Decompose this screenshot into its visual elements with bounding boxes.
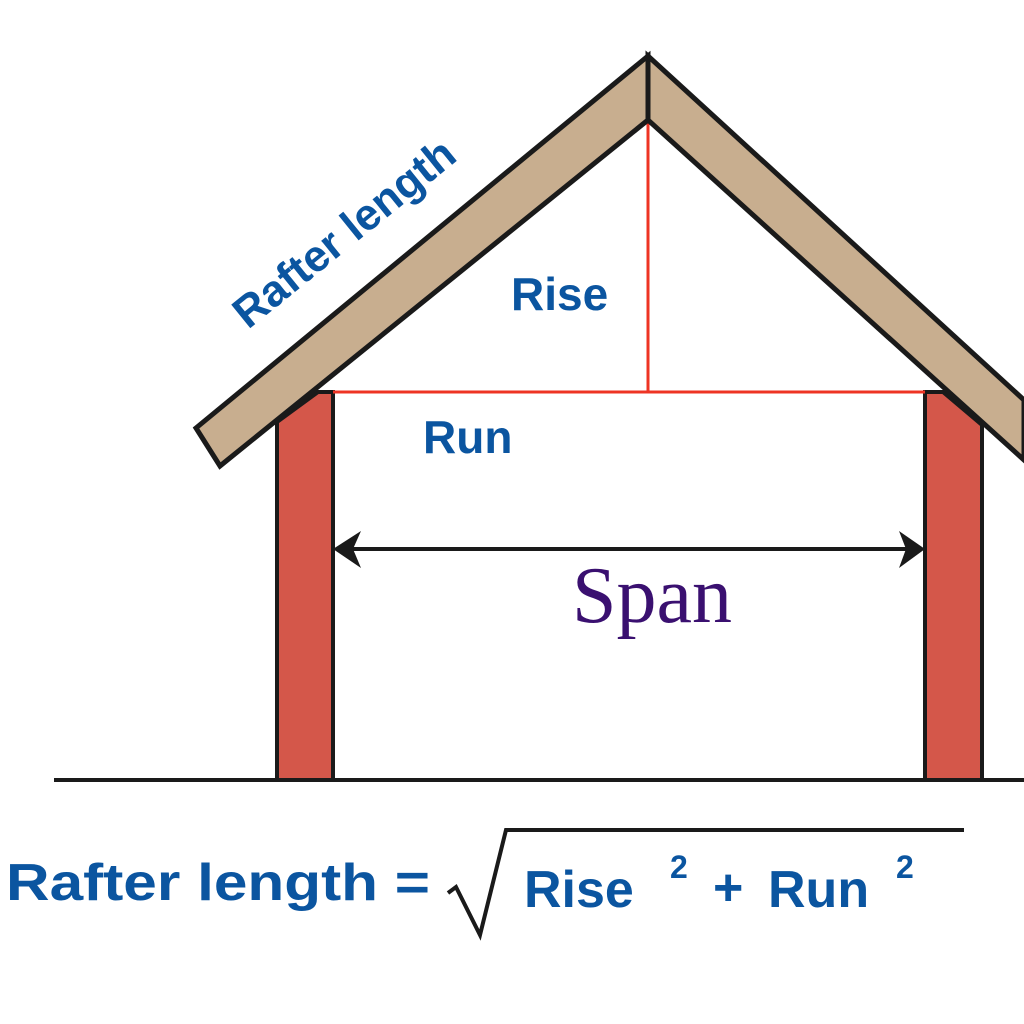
rise-label: Rise <box>511 268 608 320</box>
formula-lhs: Rafter length = <box>6 854 430 912</box>
span-arrow <box>333 531 925 568</box>
right-wall <box>923 390 984 782</box>
square-root-icon <box>446 828 964 941</box>
formula-term-run: Run <box>768 861 869 919</box>
rafter-formula: Rafter length = Rise 2 + Run 2 <box>6 828 964 941</box>
span-label: Span <box>572 552 732 640</box>
run-label: Run <box>423 411 512 463</box>
left-rafter <box>192 50 651 470</box>
formula-exponent-rise: 2 <box>670 849 688 885</box>
formula-plus: + <box>713 859 743 917</box>
formula-exponent-run: 2 <box>896 849 914 885</box>
left-wall <box>275 390 335 782</box>
right-rafter <box>645 50 1024 464</box>
formula-term-rise: Rise <box>524 861 634 919</box>
span-arrow-left-head <box>333 531 361 568</box>
span-arrow-right-head <box>899 531 925 568</box>
